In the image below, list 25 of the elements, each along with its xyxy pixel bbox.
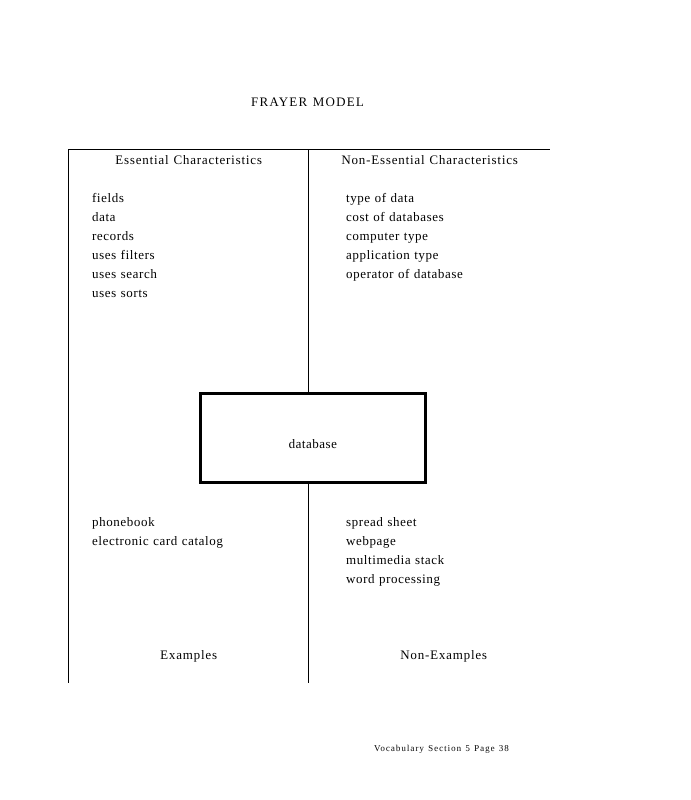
list-item: phonebook: [92, 512, 156, 530]
list-item: records: [92, 226, 134, 244]
quadrant-heading: Non-Essential Characteristics: [341, 151, 519, 169]
list-item: uses sorts: [92, 284, 148, 302]
list-item: application type: [346, 246, 439, 264]
list-item: uses search: [92, 264, 158, 282]
list-item: type of data: [346, 188, 415, 206]
list-item: uses filters: [92, 246, 156, 264]
list-item: cost of databases: [346, 208, 444, 226]
list-item: fields: [92, 188, 124, 206]
list-item: data: [92, 208, 116, 226]
list-item: word processing: [346, 570, 441, 588]
page-title: FRAYER MODEL: [251, 93, 365, 111]
list-item: spread sheet: [346, 512, 418, 530]
footer-text: Vocabulary Section 5 Page 38: [374, 742, 510, 754]
term-box: [199, 392, 427, 484]
list-item: computer type: [346, 226, 429, 244]
quadrant-heading: Essential Characteristics: [115, 151, 263, 169]
quadrant-heading: Non-Examples: [400, 646, 488, 664]
list-item: webpage: [346, 532, 396, 550]
list-item: multimedia stack: [346, 550, 445, 568]
term-text: database: [288, 434, 338, 452]
list-item: operator of database: [346, 264, 464, 282]
list-item: electronic card catalog: [92, 532, 224, 550]
quadrant-heading: Examples: [160, 646, 218, 664]
